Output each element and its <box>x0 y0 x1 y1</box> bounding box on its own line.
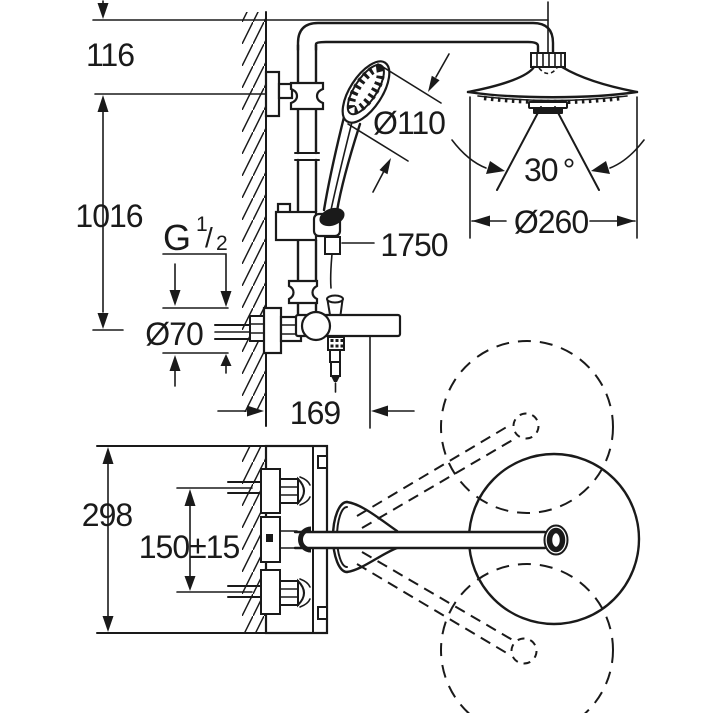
ball-joint <box>538 67 558 75</box>
dim-298-label: 298 <box>82 497 133 533</box>
rail-collar <box>287 279 319 305</box>
arm-nut <box>530 52 566 68</box>
lever-swing-envelopes <box>440 340 641 713</box>
lever-down-position <box>356 551 517 656</box>
dimension-110: Ø110 <box>347 53 450 193</box>
dim-1016-label: 1016 <box>75 198 142 234</box>
rail-joint <box>294 152 320 161</box>
head-shower <box>466 52 639 114</box>
dimension-298: 298 <box>82 445 267 634</box>
dim-260-label: Ø260 <box>514 204 588 240</box>
spray-angle-unit: ° <box>563 152 575 188</box>
rail-boss <box>300 310 332 342</box>
lever-up-position <box>356 424 517 529</box>
thread-size-callout: G 1 / 2 <box>162 213 232 374</box>
thermostat-valve <box>279 279 402 393</box>
hose-connector <box>324 236 341 289</box>
dim-70-label: Ø70 <box>145 316 203 352</box>
lever-pivot <box>260 516 298 563</box>
diverter-knob <box>326 294 344 316</box>
dimension-150: 150±15 <box>139 487 253 593</box>
handshower-outlet <box>327 336 345 393</box>
spray-angle-label: 30° <box>524 152 574 188</box>
supply-connection-bottom <box>227 569 311 615</box>
dim-169-label: 169 <box>290 395 341 431</box>
spray-angle: 30° <box>451 106 645 191</box>
supply-escutcheon <box>262 306 283 355</box>
spray-angle-value: 30 <box>524 152 558 188</box>
dimension-70: Ø70 <box>145 263 229 387</box>
dimension-1016: 1016 <box>75 110 144 331</box>
holder-clamp <box>319 207 345 227</box>
handle-right-edge <box>335 122 362 213</box>
spray-line-right <box>554 106 600 191</box>
lever-up-end <box>512 412 540 440</box>
supply-connection-elevation <box>214 306 283 355</box>
pivot-screw <box>266 534 273 542</box>
holder-slider <box>274 210 318 242</box>
dim-150-label: 150±15 <box>139 529 240 565</box>
thread-g-label: G <box>163 217 191 258</box>
lower-swing-circle <box>440 563 614 713</box>
dim-116-label: 116 <box>86 37 134 73</box>
dimension-116: 116 <box>86 0 549 112</box>
dimension-260: Ø260 <box>469 96 638 240</box>
lever-rod <box>293 526 547 553</box>
dim-110-label: Ø110 <box>373 105 445 141</box>
hose <box>329 253 333 289</box>
handle-left-edge <box>322 111 347 212</box>
hose-length-callout: 1750 <box>341 227 449 263</box>
rod-ball-end <box>298 526 312 553</box>
lever-positions-dashed <box>356 412 540 665</box>
thread-denominator: 2 <box>216 232 228 255</box>
spray-line-left <box>496 106 542 191</box>
dim-1750-label: 1750 <box>380 227 447 263</box>
spray-face-pattern <box>346 64 385 115</box>
dimension-169: 169 <box>217 335 415 431</box>
thread-slash: / <box>205 222 213 253</box>
lever-down-end <box>510 637 538 665</box>
nozzle-band <box>483 95 622 105</box>
wall-elevation <box>242 11 267 427</box>
lever-knob <box>543 524 569 556</box>
wall-bracket <box>264 70 325 118</box>
thread-numerator: 1 <box>196 213 208 236</box>
supply-nut <box>249 315 265 342</box>
shower-arm <box>296 1 555 55</box>
wall-hatch <box>242 12 266 412</box>
supply-connection-top <box>227 468 311 514</box>
upper-swing-circle <box>440 340 614 514</box>
